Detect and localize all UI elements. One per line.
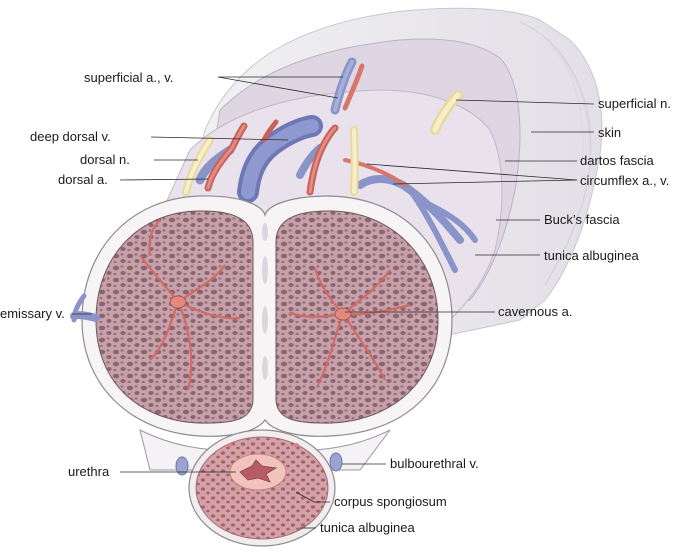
labels: superficial a., v. superficial n. skin d…	[0, 70, 671, 535]
dorsal-neurovascular-bundle	[182, 115, 478, 273]
label-skin: skin	[598, 125, 621, 140]
label-bulbourethral-v: bulbourethral v.	[390, 456, 479, 471]
cavernous-arteries	[139, 219, 411, 391]
label-superficial-n: superficial n.	[598, 96, 671, 111]
label-bucks-fascia: Buck’s fascia	[544, 212, 620, 227]
label-dartos-fascia: dartos fascia	[580, 153, 654, 168]
emissary-vein	[70, 293, 100, 323]
leader-lines	[72, 76, 595, 529]
label-deep-dorsal-v: deep dorsal v.	[30, 129, 111, 144]
corpus-spongiosum	[188, 429, 336, 547]
label-tunica-albuginea-upper: tunica albuginea	[544, 248, 639, 263]
label-corpus-spongiosum: corpus spongiosum	[334, 494, 447, 509]
label-tunica-albuginea-lower: tunica albuginea	[320, 520, 415, 535]
label-dorsal-a: dorsal a.	[58, 172, 108, 187]
left-corpus-cavernosum	[95, 210, 254, 424]
superficial-vessels	[330, 57, 365, 115]
right-corpus-cavernosum	[275, 210, 439, 424]
label-cavernous-a: cavernous a.	[498, 304, 572, 319]
label-emissary-v: emissary v.	[0, 306, 65, 321]
label-superficial-av: superficial a., v.	[84, 70, 173, 85]
label-dorsal-n: dorsal n.	[80, 152, 130, 167]
corpora-cavernosa	[81, 195, 453, 437]
label-circumflex-av: circumflex a., v.	[580, 173, 669, 188]
label-urethra: urethra	[68, 464, 110, 479]
